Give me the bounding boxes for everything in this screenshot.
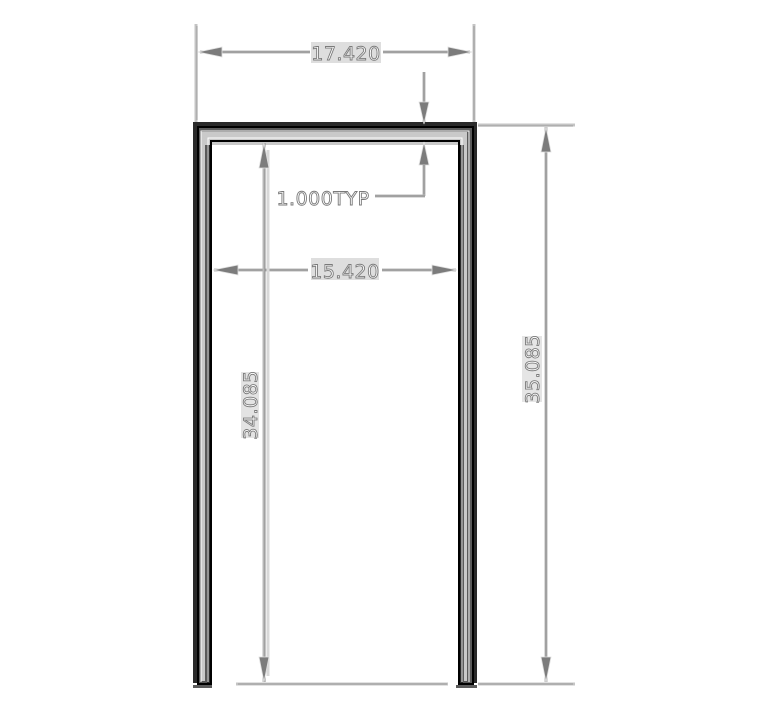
dimension-label-inner-width: 15.420 [310,261,379,283]
dimension-thickness: 1.000TYP [276,72,430,210]
dimension-label-outer-width: 17.420 [311,43,380,65]
u-channel-profile [193,122,477,688]
dimension-inner-height: 34.085 [240,142,270,683]
extension-lines [194,24,575,686]
dimension-label-inner-height: 34.085 [240,370,262,439]
dimension-label-outer-height: 35.085 [522,334,544,403]
dimension-outer-height: 35.085 [522,126,552,683]
dimension-label-thickness: 1.000TYP [276,188,369,210]
dimension-inner-width: 15.420 [212,258,458,283]
dimension-outer-width: 17.420 [197,42,473,65]
